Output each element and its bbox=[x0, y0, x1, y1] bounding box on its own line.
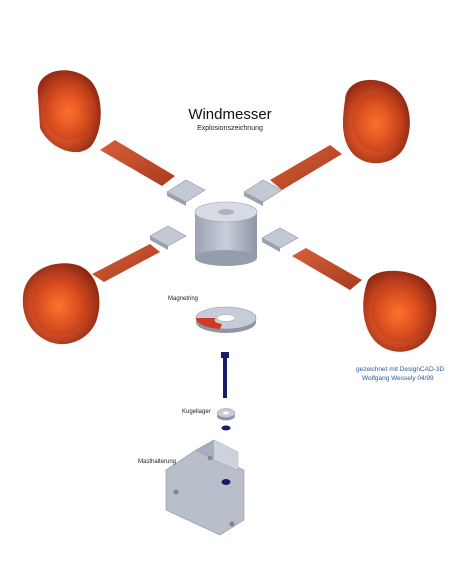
arm-bottom-left bbox=[92, 244, 160, 282]
bolt bbox=[221, 352, 229, 398]
bearing-label: Kugellager bbox=[182, 409, 211, 415]
cup-top-left bbox=[37, 70, 101, 153]
cup-bottom-right bbox=[363, 270, 437, 352]
bracket-top-right bbox=[243, 179, 283, 206]
bracket-top-left bbox=[166, 179, 206, 206]
bracket-bottom-right bbox=[261, 227, 299, 252]
drawing-subtitle: Explosionszeichnung bbox=[197, 125, 263, 132]
hub-cylinder bbox=[194, 201, 258, 266]
bracket-bottom-left bbox=[149, 225, 187, 250]
arm-bottom-right bbox=[292, 248, 362, 290]
mast-bracket-label: Masthalterung bbox=[138, 459, 177, 465]
arm-top-left bbox=[100, 140, 175, 186]
credit-line-2: Wolfgang Wessely 04/99 bbox=[362, 375, 434, 382]
mast-bracket bbox=[165, 439, 245, 536]
ball-bearing bbox=[216, 408, 236, 431]
drawing-title: Windmesser bbox=[188, 106, 272, 123]
magnet-ring bbox=[195, 306, 257, 333]
credit-line-1: gezeichnet mit DesignCAD-3D bbox=[356, 366, 445, 373]
cup-bottom-left bbox=[22, 263, 100, 345]
magnet-ring-label: Magnetring bbox=[168, 296, 199, 302]
arm-top-right bbox=[270, 145, 342, 190]
cup-top-right bbox=[342, 79, 410, 164]
